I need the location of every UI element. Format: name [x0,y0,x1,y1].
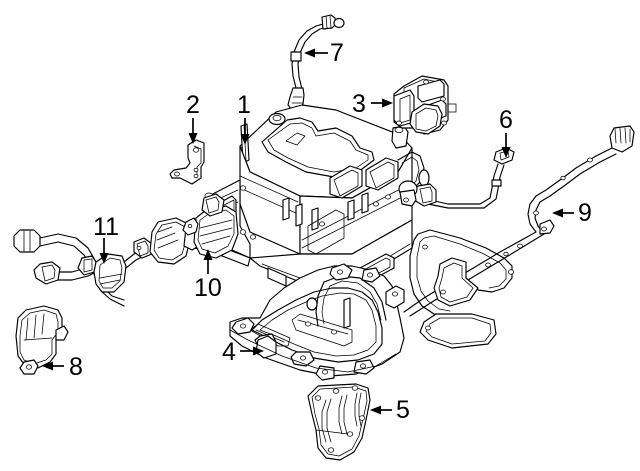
callout-label-3: 3 [352,90,366,118]
part-connector-block [149,193,239,265]
leader-lines [42,48,574,415]
part-mounting-tray [229,263,405,381]
callout-label-10: 10 [194,274,222,302]
callout-label-5: 5 [396,396,410,424]
part-support-bracket-right [409,229,514,349]
part-power-cable-short [398,147,515,209]
part-inverter-assembly [193,104,430,287]
part-heat-shield [307,383,371,461]
callout-label-11: 11 [93,213,119,241]
callout-label-8: 8 [69,353,83,381]
part-vent-hose [287,14,345,111]
callout-label-2: 2 [186,91,200,119]
part-branch-harness [13,229,153,307]
part-mounting-bracket [169,139,205,185]
part-terminal-cover [15,305,69,375]
callout-label-4: 4 [222,338,236,366]
part-junction-module [393,75,457,135]
callout-label-1: 1 [237,91,251,119]
callout-label-7: 7 [330,39,344,67]
callout-label-6: 6 [499,106,513,134]
callout-label-9: 9 [578,199,592,227]
part-main-wire-harness [403,125,635,317]
